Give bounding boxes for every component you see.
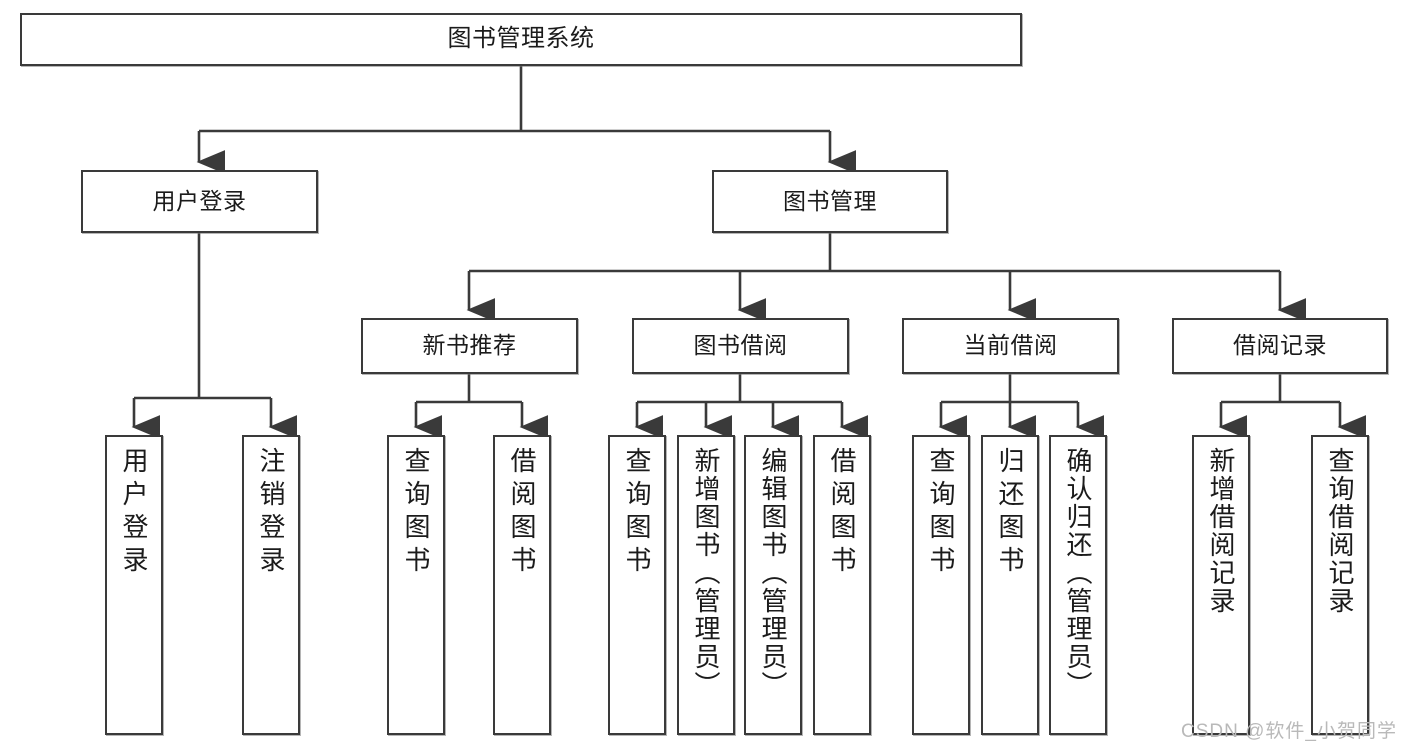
leaf-add-book-admin[interactable]: 新增图书（管理员） [677,435,735,735]
node-label: 图书借阅 [693,332,788,359]
node-label: 当前借阅 [963,332,1058,359]
node-label: 查询图书 [926,447,956,579]
leaf-query-book-current[interactable]: 查询图书 [912,435,970,735]
node-label: 用户登录 [119,447,149,579]
node-label: 借阅图书 [827,447,857,579]
node-new-book-recommend[interactable]: 新书推荐 [361,318,578,374]
leaf-add-borrow-record[interactable]: 新增借阅记录 [1192,435,1250,735]
node-label: 查询借阅记录 [1325,447,1355,615]
node-label: 查询图书 [622,447,652,579]
node-book-management[interactable]: 图书管理 [712,170,948,233]
node-label: 新书推荐 [422,332,517,359]
leaf-confirm-return-admin[interactable]: 确认归还（管理员） [1049,435,1107,735]
node-current-borrow[interactable]: 当前借阅 [902,318,1119,374]
node-label: 编辑图书（管理员） [758,447,788,699]
node-label: 图书管理 [783,187,877,214]
leaf-return-book[interactable]: 归还图书 [981,435,1039,735]
node-borrow-record[interactable]: 借阅记录 [1172,318,1388,374]
node-label: 注销登录 [256,447,286,579]
node-label: 用户登录 [152,187,247,214]
node-label: 查询图书 [401,447,431,579]
node-book-borrow[interactable]: 图书借阅 [632,318,849,374]
node-label: 确认归还（管理员） [1063,447,1093,699]
csdn-watermark: CSDN @软件_小贺同学 [1181,721,1397,742]
leaf-query-book-borrow[interactable]: 查询图书 [608,435,666,735]
node-user-login[interactable]: 用户登录 [81,170,318,233]
node-label: 新增图书（管理员） [691,447,721,699]
node-label: 图书管理系统 [447,25,595,53]
leaf-query-borrow-record[interactable]: 查询借阅记录 [1311,435,1369,735]
node-root-book-management-system[interactable]: 图书管理系统 [20,13,1022,66]
leaf-borrow-book-recommend[interactable]: 借阅图书 [493,435,551,735]
leaf-logout-login[interactable]: 注销登录 [242,435,300,735]
leaf-query-book-recommend[interactable]: 查询图书 [387,435,445,735]
node-label: 新增借阅记录 [1206,447,1236,615]
node-label: 借阅记录 [1233,332,1327,359]
leaf-borrow-book[interactable]: 借阅图书 [813,435,871,735]
leaf-user-login[interactable]: 用户登录 [105,435,163,735]
leaf-edit-book-admin[interactable]: 编辑图书（管理员） [744,435,802,735]
node-label: 归还图书 [995,447,1025,579]
node-label: 借阅图书 [507,447,537,579]
